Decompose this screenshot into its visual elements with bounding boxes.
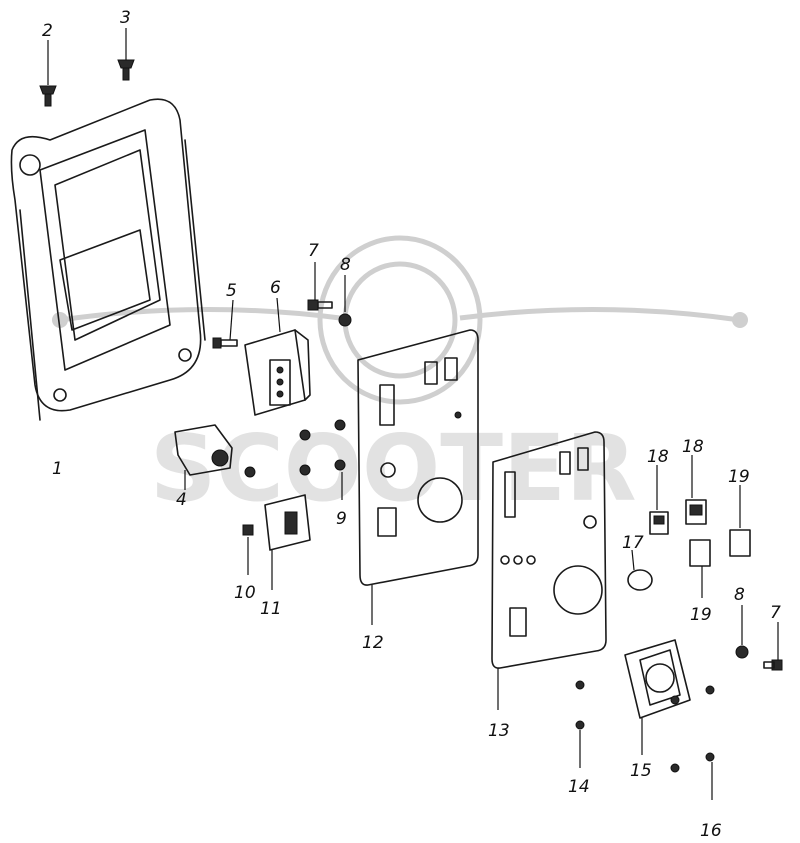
callout-11: 11 <box>260 599 282 619</box>
part-screw-3 <box>117 28 135 81</box>
part-nuts-9 <box>244 419 346 500</box>
callout-16: 16 <box>700 821 722 841</box>
part-screws-14 <box>575 680 585 768</box>
part-screw-2 <box>39 40 57 107</box>
part-panel-13 <box>491 431 607 710</box>
watermark-text: SCOOTER <box>150 415 637 522</box>
callout-18b: 18 <box>682 437 704 457</box>
part-breaker-11 <box>264 494 311 590</box>
callout-15: 15 <box>630 761 652 781</box>
part-switches-18 <box>649 455 707 535</box>
callout-18a: 18 <box>647 447 669 467</box>
callout-9: 9 <box>336 509 347 529</box>
callout-labels: 1 2 3 4 5 6 7 8 9 10 11 12 13 14 15 16 1… <box>42 8 781 841</box>
part-switch-4 <box>174 424 233 490</box>
callout-13: 13 <box>488 721 510 741</box>
callout-7-right: 7 <box>770 603 781 623</box>
part-bolt-7-right <box>763 622 783 671</box>
part-bolt-7 <box>307 262 333 311</box>
callout-10: 10 <box>234 583 256 603</box>
part-nut-8 <box>338 275 352 327</box>
callout-19a: 19 <box>690 605 712 625</box>
part-knob-17 <box>627 549 653 591</box>
callout-6: 6 <box>270 278 281 298</box>
callout-3: 3 <box>120 8 131 28</box>
part-outlet-6 <box>244 297 311 416</box>
part-frame <box>10 98 206 421</box>
part-bolt-5 <box>212 299 238 349</box>
part-panel-12 <box>357 329 479 625</box>
callout-17: 17 <box>622 533 644 553</box>
callout-1: 1 <box>52 459 63 479</box>
callout-8: 8 <box>340 255 351 275</box>
callout-19b: 19 <box>728 467 750 487</box>
part-covers-19 <box>689 485 751 598</box>
part-nut-8-right <box>735 605 749 659</box>
callout-14: 14 <box>568 777 590 797</box>
part-nut-10 <box>242 524 254 575</box>
part-screws-16 <box>670 685 715 800</box>
callout-12: 12 <box>362 633 384 653</box>
callout-8-right: 8 <box>734 585 745 605</box>
part-socket-15 <box>624 639 691 755</box>
callout-7: 7 <box>308 241 319 261</box>
callout-4: 4 <box>176 490 187 510</box>
watermark: SCOOTER <box>52 235 748 522</box>
callout-5: 5 <box>226 281 237 301</box>
callout-2: 2 <box>42 21 53 41</box>
